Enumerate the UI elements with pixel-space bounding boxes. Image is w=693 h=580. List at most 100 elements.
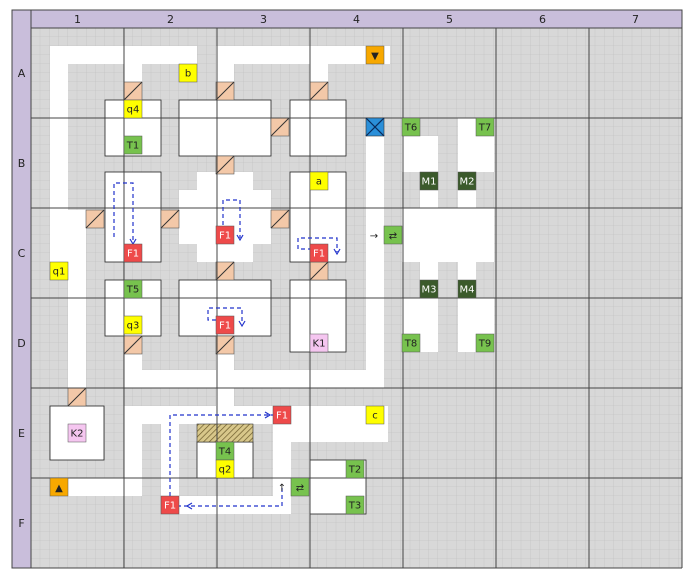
door[interactable] — [123, 81, 143, 101]
marker-label: F1 — [313, 249, 325, 260]
column-label: 4 — [353, 13, 360, 26]
door[interactable] — [309, 81, 329, 101]
stairs-up-icon[interactable]: ▲ — [49, 477, 69, 497]
marker-label: F1 — [127, 249, 139, 260]
marker-t5[interactable]: T5 — [123, 279, 143, 299]
door[interactable] — [215, 81, 235, 101]
marker-label: T6 — [404, 123, 417, 134]
column-label: 1 — [74, 13, 81, 26]
marker-t4[interactable]: T4 — [215, 441, 235, 461]
marker-label: q1 — [53, 267, 66, 278]
marker-m4[interactable]: M4 — [457, 279, 477, 299]
marker-k2[interactable]: K2 — [67, 423, 87, 443]
row-label: F — [18, 517, 24, 530]
marker-k1[interactable]: K1 — [309, 333, 329, 353]
marker-b[interactable]: b — [178, 63, 198, 83]
marker-label: T4 — [218, 447, 231, 458]
door[interactable] — [309, 261, 329, 281]
marker-label: F1 — [219, 231, 231, 242]
marker-c[interactable]: c — [365, 405, 385, 425]
teleport-icon-glyph: ⇄ — [389, 231, 397, 242]
map-symbols: ▼ ▲ ⇄ ⇄ → ↑ — [49, 45, 403, 497]
stairs-down-icon[interactable]: ▼ — [365, 45, 385, 65]
route-arrowhead — [238, 320, 246, 328]
teleport-icon[interactable]: ⇄ — [290, 477, 310, 497]
marker-t9[interactable]: T9 — [475, 333, 495, 353]
marker-label: q2 — [219, 465, 232, 476]
marker-label: T5 — [126, 285, 139, 296]
column-label: 3 — [260, 13, 267, 26]
route-arrowhead — [185, 502, 193, 510]
marker-m1[interactable]: M1 — [419, 171, 439, 191]
column-header-bar — [11, 9, 683, 29]
marker-label: T9 — [478, 339, 491, 350]
row-label: A — [18, 67, 26, 80]
marker-m2[interactable]: M2 — [457, 171, 477, 191]
door[interactable] — [270, 117, 290, 137]
marker-f1[interactable]: F1 — [272, 405, 292, 425]
row-label: C — [18, 247, 26, 260]
marker-q1[interactable]: q1 — [49, 261, 69, 281]
row-header-bar — [11, 9, 32, 569]
marker-t1[interactable]: T1 — [123, 135, 143, 155]
marker-f1[interactable]: F1 — [309, 243, 329, 263]
marker-m3[interactable]: M3 — [419, 279, 439, 299]
column-label: 5 — [446, 13, 453, 26]
marker-t3[interactable]: T3 — [345, 495, 365, 515]
marker-t2[interactable]: T2 — [345, 459, 365, 479]
marker-label: F1 — [164, 501, 176, 512]
marker-label: T7 — [478, 123, 491, 134]
marker-f1[interactable]: F1 — [215, 225, 235, 245]
dashed-route — [297, 237, 338, 252]
teleport-icon[interactable]: ⇄ — [383, 225, 403, 245]
marker-f1[interactable]: F1 — [215, 315, 235, 335]
marker-label: b — [185, 69, 191, 80]
arrow-up-icon: ↑ — [278, 483, 286, 494]
hatched-floor — [196, 423, 254, 443]
marker-t8[interactable]: T8 — [401, 333, 421, 353]
marker-label: K2 — [71, 429, 84, 440]
door[interactable] — [123, 335, 143, 355]
dashed-route — [222, 199, 241, 238]
door[interactable] — [160, 209, 180, 229]
door[interactable] — [67, 387, 87, 407]
marker-label: M4 — [460, 285, 475, 296]
doors — [67, 81, 329, 407]
marker-t7[interactable]: T7 — [475, 117, 495, 137]
marker-label: q4 — [127, 105, 140, 116]
marker-a[interactable]: a — [309, 171, 329, 191]
door[interactable] — [215, 335, 235, 355]
marker-label: T8 — [404, 339, 417, 350]
route-arrowhead — [236, 234, 244, 242]
row-label: E — [18, 427, 25, 440]
marker-label: a — [316, 177, 322, 188]
marker-label: M3 — [422, 285, 437, 296]
marker-q4[interactable]: q4 — [123, 99, 143, 119]
arrow-right-icon: → — [370, 231, 378, 242]
route-arrowhead — [333, 248, 341, 256]
stairs-down-icon-glyph: ▼ — [371, 51, 379, 62]
door[interactable] — [270, 209, 290, 229]
teleport-icon-glyph: ⇄ — [296, 483, 304, 494]
marker-t6[interactable]: T6 — [401, 117, 421, 137]
door[interactable] — [215, 261, 235, 281]
marker-f1[interactable]: F1 — [160, 495, 180, 515]
door[interactable] — [215, 155, 235, 175]
stairs-up-icon-glyph: ▲ — [55, 483, 63, 494]
door[interactable] — [85, 209, 105, 229]
dashed-route — [207, 307, 243, 324]
dashed-route — [113, 182, 134, 240]
marker-f1[interactable]: F1 — [123, 243, 143, 263]
marker-label: F1 — [276, 411, 288, 422]
marker-q3[interactable]: q3 — [123, 315, 143, 335]
marker-q2[interactable]: q2 — [215, 459, 235, 479]
marker-label: F1 — [219, 321, 231, 332]
pit-x-icon[interactable] — [365, 117, 385, 137]
column-label: 7 — [632, 13, 639, 26]
column-label: 6 — [539, 13, 546, 26]
marker-label: T2 — [348, 465, 361, 476]
row-label: B — [18, 157, 26, 170]
marker-label: M1 — [422, 177, 437, 188]
